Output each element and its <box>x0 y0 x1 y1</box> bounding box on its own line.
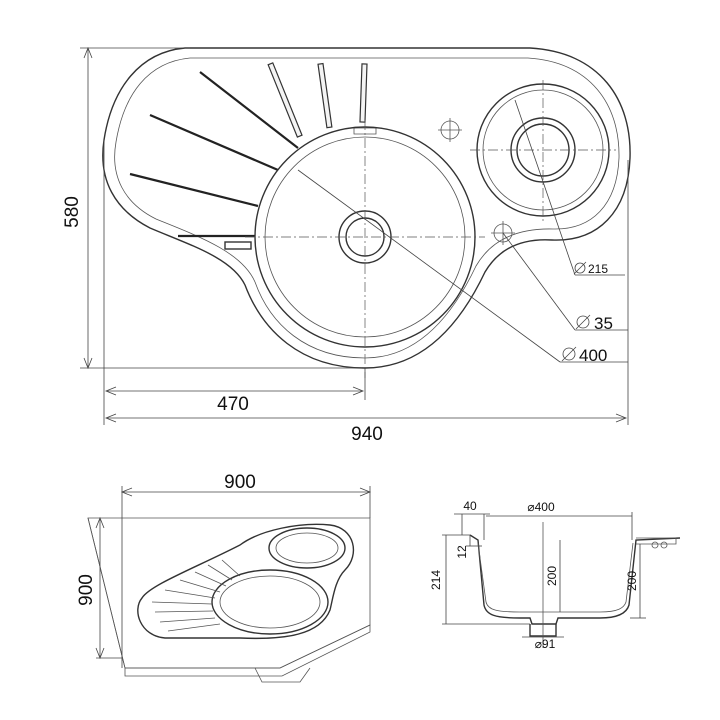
leader-outlet-diameter: 215 <box>514 99 625 276</box>
outlet-diameter-label: 215 <box>588 262 608 276</box>
section-12-label: 12 <box>455 545 469 559</box>
section-dimension-200-inner: 200 <box>545 540 561 612</box>
dimension-width: 940 <box>104 160 629 445</box>
groove <box>149 113 279 172</box>
dimension-bowl-offset: 470 <box>103 140 366 425</box>
section-200-inner-label: 200 <box>545 566 559 586</box>
bowl-rim-notch <box>353 127 377 135</box>
countertop-edge <box>124 624 371 677</box>
section-dimension-214: 214 <box>429 534 530 625</box>
drainboard-grooves <box>129 62 377 250</box>
small-bowl <box>470 80 616 222</box>
perspective-main-bowl <box>211 569 329 635</box>
dimension-width-label: 940 <box>351 424 383 445</box>
section-rim-label: 40 <box>463 499 477 513</box>
section-dimension-rim: 40 <box>454 499 490 540</box>
groove <box>129 172 259 208</box>
perspective-grooves <box>151 559 241 632</box>
section-dimension-diameter: ⌀400 <box>486 500 633 540</box>
groove <box>359 63 368 123</box>
section-91-label: ⌀91 <box>535 637 556 651</box>
leader-drain-diameter: 35 <box>502 232 628 333</box>
section-214-label: 214 <box>429 570 443 590</box>
overflow-slot <box>224 241 252 250</box>
top-view: 580 470 940 215 <box>62 46 631 445</box>
section-dimension-91: ⌀91 <box>522 636 564 651</box>
drain-diameter-label: 35 <box>594 314 613 333</box>
section-dimension-12: 12 <box>455 535 482 559</box>
perspective-sink-outline <box>137 523 355 640</box>
leader-bowl-diameter: 400 <box>297 169 628 365</box>
dimension-bowl-offset-label: 470 <box>217 394 249 415</box>
tap-hole <box>438 118 462 142</box>
dimension-height-label: 580 <box>62 196 83 228</box>
section-diameter-label: ⌀400 <box>527 500 555 514</box>
section-bowl-profile <box>469 534 681 625</box>
groove <box>267 62 303 138</box>
main-bowl <box>245 120 485 378</box>
section-dimension-200-outer: 200 <box>625 544 646 619</box>
groove <box>199 71 299 149</box>
sink-outline-inner <box>114 57 620 359</box>
perspective-small-bowl <box>268 527 346 569</box>
perspective-dimension-depth: 900 <box>76 516 122 660</box>
section-view: 40 ⌀400 12 214 200 200 <box>429 499 681 651</box>
sink-outline-outer <box>102 47 631 369</box>
perspective-dimension-width: 900 <box>120 472 372 668</box>
bowl-diameter-label: 400 <box>579 346 607 365</box>
perspective-width-label: 900 <box>224 472 256 493</box>
dimension-height: 580 <box>62 46 362 370</box>
groove <box>317 62 333 129</box>
section-200-outer-label: 200 <box>625 571 639 591</box>
perspective-depth-label: 900 <box>76 574 97 606</box>
perspective-view: 900 900 <box>76 472 372 683</box>
